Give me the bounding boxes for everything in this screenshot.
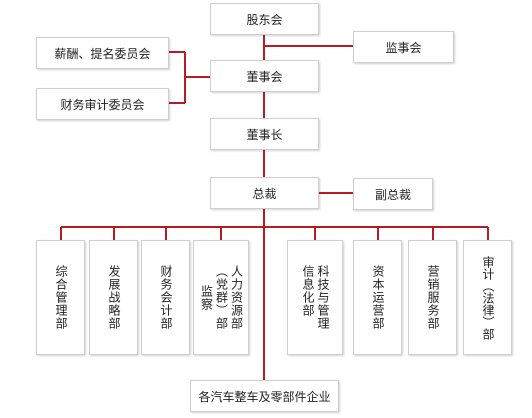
dept-audit-legal: 审计（法律）部 [463, 240, 512, 355]
dept-label-line-2: （党群）部 [214, 265, 229, 330]
dept-label: 综合管理部 [54, 265, 68, 330]
chairman-box: 董事长 [210, 118, 319, 150]
compensation-committee-label: 薪酬、提名委员会 [54, 46, 151, 61]
audit-committee-box: 财务审计委员会 [36, 88, 169, 120]
shareholders-box: 股东会 [210, 3, 319, 35]
dept-label: 资本运营部 [371, 265, 385, 330]
dept-tech-informatization: 科技与管理 信息化部 [287, 240, 343, 355]
dept-capital-operations: 资本运营部 [353, 240, 402, 355]
dept-marketing-service: 营销服务部 [408, 240, 457, 355]
vice-president-box: 副总裁 [353, 178, 433, 210]
dept-label: 审计（法律）部 [481, 255, 495, 340]
subsidiaries-box: 各汽车整车及零部件企业 [190, 380, 339, 412]
board-box: 董事会 [210, 60, 319, 92]
president-label: 总裁 [252, 186, 277, 201]
board-label: 董事会 [246, 69, 283, 84]
supervisory-board-label: 监事会 [385, 40, 422, 55]
dept-finance-accounting: 财务会计部 [141, 240, 190, 355]
chairman-label: 董事长 [246, 127, 283, 142]
dept-label-line-3: 监察 [199, 284, 214, 311]
dept-label: 财务会计部 [159, 265, 173, 330]
dept-development-strategy: 发展战略部 [89, 240, 138, 355]
dept-human-resources: 人力资源部 （党群）部 监察 [193, 240, 249, 355]
dept-label-line-1: 科技与管理 [316, 265, 330, 330]
supervisory-board-box: 监事会 [353, 31, 454, 63]
vice-president-label: 副总裁 [374, 187, 411, 202]
audit-committee-label: 财务审计委员会 [60, 97, 145, 112]
subsidiaries-label: 各汽车整车及零部件企业 [198, 389, 331, 404]
president-box: 总裁 [210, 177, 319, 209]
dept-label: 营销服务部 [426, 265, 440, 330]
dept-label-line-2: 信息化部 [301, 265, 315, 317]
compensation-committee-box: 薪酬、提名委员会 [36, 37, 169, 69]
dept-label-line-1: 人力资源部 [229, 265, 244, 330]
dept-general-management: 综合管理部 [36, 240, 85, 355]
shareholders-label: 股东会 [246, 12, 283, 27]
dept-label: 发展战略部 [107, 265, 121, 330]
